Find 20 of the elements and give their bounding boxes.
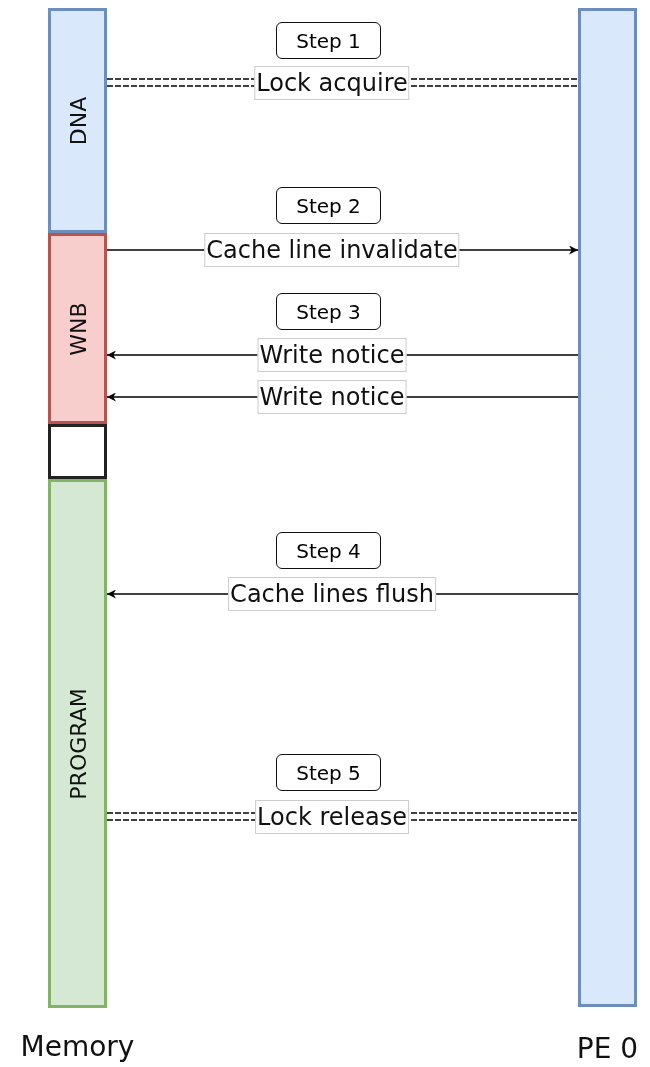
edge-label: Cache lines flush: [228, 577, 436, 611]
segment-label: PROGRAM: [65, 687, 90, 800]
lane-label: Memory: [20, 1030, 135, 1063]
step-badge: Step 1: [276, 22, 381, 59]
lane-label: PE 0: [576, 1032, 639, 1065]
memory-segment: [48, 424, 107, 479]
step-badge: Step 4: [276, 532, 381, 569]
step-badge: Step 2: [276, 187, 381, 224]
edge-label: Lock acquire: [254, 65, 410, 100]
edge-label: Write notice: [257, 380, 407, 414]
memory-segment: [48, 8, 107, 233]
edge-label: Write notice: [257, 338, 407, 372]
edge-label: Cache line invalidate: [204, 233, 460, 267]
step-badge: Step 5: [276, 754, 381, 791]
edge-label: Lock release: [255, 799, 409, 834]
segment-label: WNB: [65, 301, 90, 356]
segment-label: DNA: [65, 96, 90, 145]
memory-segment: [48, 479, 107, 1008]
step-badge: Step 3: [276, 293, 381, 330]
memory-segment: [48, 233, 107, 424]
